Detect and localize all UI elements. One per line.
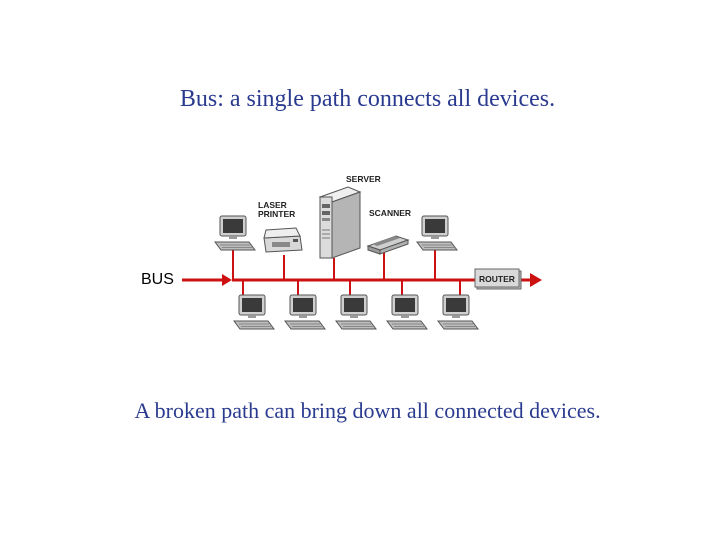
workstation-top-right	[416, 215, 458, 251]
scanner	[366, 235, 410, 255]
bus-exit-arrowhead	[530, 273, 542, 287]
bus-drops-bottom	[242, 280, 461, 295]
server-label: SERVER	[346, 174, 381, 184]
workstation-bottom-5	[437, 294, 479, 330]
router-label: ROUTER	[479, 274, 515, 284]
workstation-bottom-2	[284, 294, 326, 330]
slide-title: Bus: a single path connects all devices.	[179, 86, 556, 112]
server	[318, 186, 362, 259]
laser-printer	[263, 227, 303, 253]
workstation-bottom-3	[335, 294, 377, 330]
workstation-bottom-4	[386, 294, 428, 330]
laser-printer-label-line2: PRINTER	[258, 209, 295, 219]
workstation-bottom-1	[233, 294, 275, 330]
workstation-top-left	[214, 215, 256, 251]
bus-label: BUS	[141, 271, 174, 288]
bus-drops-top	[232, 248, 436, 280]
laser-printer-label-line1: LASER	[258, 200, 287, 210]
bus-entry-arrowhead	[222, 274, 232, 286]
router: ROUTER	[474, 268, 522, 290]
slide-caption: A broken path can bring down all connect…	[134, 398, 601, 423]
scanner-label: SCANNER	[369, 208, 411, 218]
